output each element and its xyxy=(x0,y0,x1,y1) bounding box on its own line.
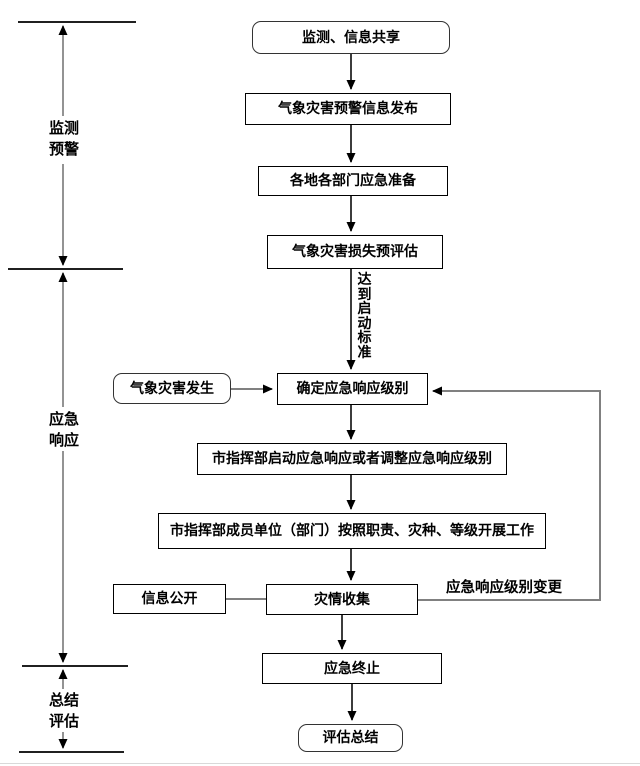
edge-label-level-change: 应急响应级别变更 xyxy=(446,576,562,597)
node-warning-release: 气象灾害预警信息发布 xyxy=(245,93,451,125)
node-info-public: 信息公开 xyxy=(113,584,226,614)
side-connectors xyxy=(226,384,601,601)
node-disaster-occur: 气象灾害发生 xyxy=(113,373,231,404)
node-eval-summary: 评估总结 xyxy=(298,724,403,752)
node-members-work: 市指挥部成员单位（部门）按照职责、灾种、等级开展工作 xyxy=(158,513,546,549)
edge-label-reach-criteria: 达到启动标准 xyxy=(356,271,373,360)
node-local-prepare: 各地各部门应急准备 xyxy=(258,166,448,196)
level-change-feedback-line xyxy=(418,386,601,601)
node-loss-preassess: 气象灾害损失预评估 xyxy=(267,235,443,269)
page-bottom-rule xyxy=(0,763,640,764)
node-monitor-share: 监测、信息共享 xyxy=(252,21,450,54)
node-determine-level: 确定应急响应级别 xyxy=(277,373,428,405)
phase-label-summary: 总结 评估 xyxy=(42,690,86,732)
node-start-adjust: 市指挥部启动应急响应或者调整应急响应级别 xyxy=(197,443,507,475)
phase-label-monitoring: 监测 预警 xyxy=(42,118,86,160)
phase-label-response: 应急 响应 xyxy=(42,409,86,451)
node-terminate: 应急终止 xyxy=(262,653,442,684)
node-collect: 灾情收集 xyxy=(266,584,418,615)
